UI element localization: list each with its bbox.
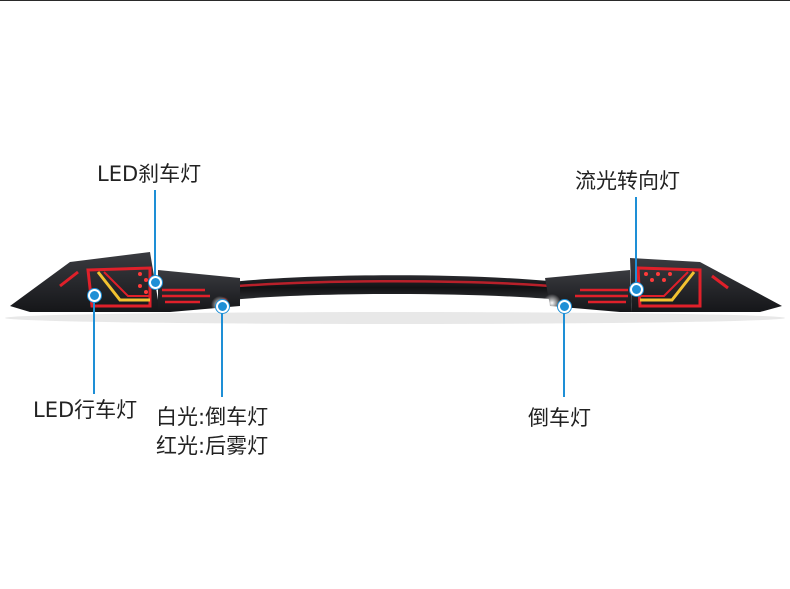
center-bar xyxy=(205,275,585,300)
right-reverse-glow xyxy=(543,294,561,312)
right-inner-red-bars xyxy=(575,288,628,304)
left-tip-red xyxy=(59,270,79,288)
left-inner-red xyxy=(103,271,150,297)
left-inner-red-bars xyxy=(162,288,210,304)
center-red-line xyxy=(214,280,576,290)
right-outer-lamp xyxy=(630,258,782,312)
callout-line-reverse xyxy=(563,305,565,397)
callout-line-flow-turn xyxy=(635,197,637,289)
top-border xyxy=(0,0,790,1)
label-led-running: LED行车灯 xyxy=(33,398,138,422)
callout-dot-led-running xyxy=(88,289,101,302)
callout-dot-led-brake xyxy=(149,276,162,289)
label-reverse: 倒车灯 xyxy=(528,406,591,430)
right-amber-contour xyxy=(640,271,696,302)
callout-dot-reverse xyxy=(558,300,571,313)
label-led-brake: LED刹车灯 xyxy=(97,162,202,186)
label-red-fog: 红光:后雾灯 xyxy=(156,434,269,458)
left-brake-leds xyxy=(138,272,148,294)
right-turn-leds xyxy=(644,272,672,282)
callout-line-led-running xyxy=(93,294,95,394)
callout-dot-white-red xyxy=(216,300,229,313)
callout-line-white-red xyxy=(221,305,223,397)
left-amber-contour xyxy=(96,271,150,302)
right-tip-red xyxy=(711,274,729,290)
right-inner-red xyxy=(640,271,689,297)
callout-dot-flow-turn xyxy=(630,283,643,296)
callout-line-led-brake xyxy=(154,190,156,282)
left-outer-lamp xyxy=(10,252,160,312)
label-flow-turn: 流光转向灯 xyxy=(575,169,680,193)
label-white-reverse: 白光:倒车灯 xyxy=(156,405,269,429)
floor-shadow xyxy=(5,312,785,324)
